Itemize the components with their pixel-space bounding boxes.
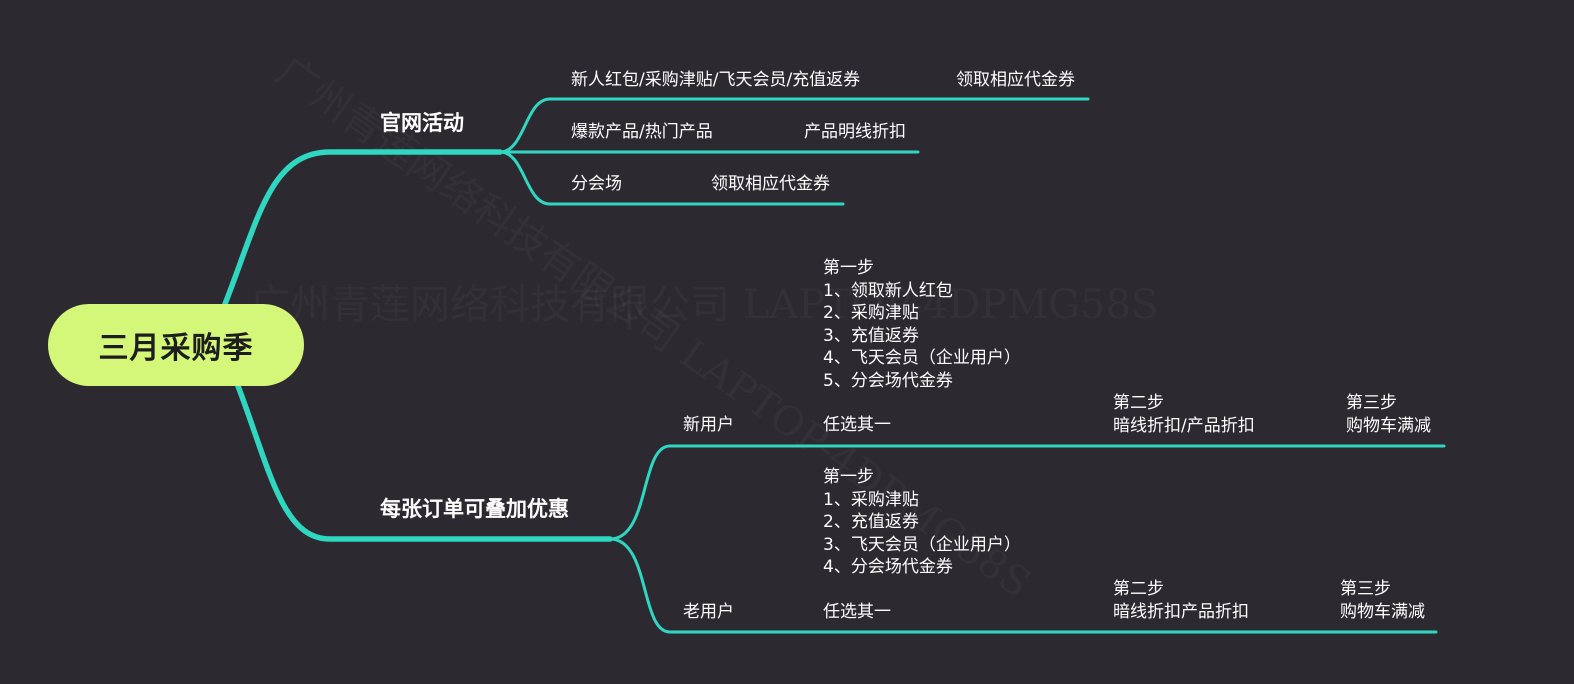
connector-guanwang-item1 [498, 97, 1090, 154]
new-user-step3[interactable]: 第三步 购物车满减 [1346, 393, 1431, 436]
old-user-step3[interactable]: 第三步 购物车满减 [1340, 579, 1425, 622]
guanwang-item-2-label[interactable]: 爆款产品/热门产品 [571, 122, 713, 142]
old-user-label[interactable]: 老用户 [683, 602, 734, 622]
connector-guanwang-item3 [498, 150, 845, 206]
old-user-step1[interactable]: 第一步 1、采购津贴 2、充值返券 3、飞天会员（企业用户） 4、分会场代金券 [823, 467, 1021, 577]
guanwang-item-1-result[interactable]: 领取相应代金券 [956, 70, 1075, 90]
connector-root-guanwang [222, 149, 503, 307]
new-user-step2[interactable]: 第二步 暗线折扣/产品折扣 [1113, 393, 1255, 436]
guanwang-item-2-result[interactable]: 产品明线折扣 [804, 122, 906, 142]
connector-root-order [235, 383, 613, 542]
connector-order-new-user [608, 444, 1446, 541]
guanwang-item-3-label[interactable]: 分会场 [571, 174, 622, 194]
guanwang-item-1-label[interactable]: 新人红包/采购津贴/飞天会员/充值返券 [571, 70, 861, 90]
root-label: 三月采购季 [98, 331, 254, 366]
root-node[interactable]: 三月采购季 [48, 304, 304, 386]
connector-order-old-user [608, 537, 1438, 634]
branch-order-label[interactable]: 每张订单可叠加优惠 [380, 497, 569, 521]
branch-guanwang-label[interactable]: 官网活动 [380, 111, 464, 135]
old-user-choose[interactable]: 任选其一 [823, 602, 891, 622]
new-user-choose[interactable]: 任选其一 [823, 415, 891, 435]
old-user-step2[interactable]: 第二步 暗线折扣产品折扣 [1113, 579, 1249, 622]
new-user-step1[interactable]: 第一步 1、领取新人红包 2、采购津贴 3、充值返券 4、飞天会员（企业用户） … [823, 258, 1021, 391]
guanwang-item-3-result[interactable]: 领取相应代金券 [711, 174, 830, 194]
new-user-label[interactable]: 新用户 [683, 415, 734, 435]
